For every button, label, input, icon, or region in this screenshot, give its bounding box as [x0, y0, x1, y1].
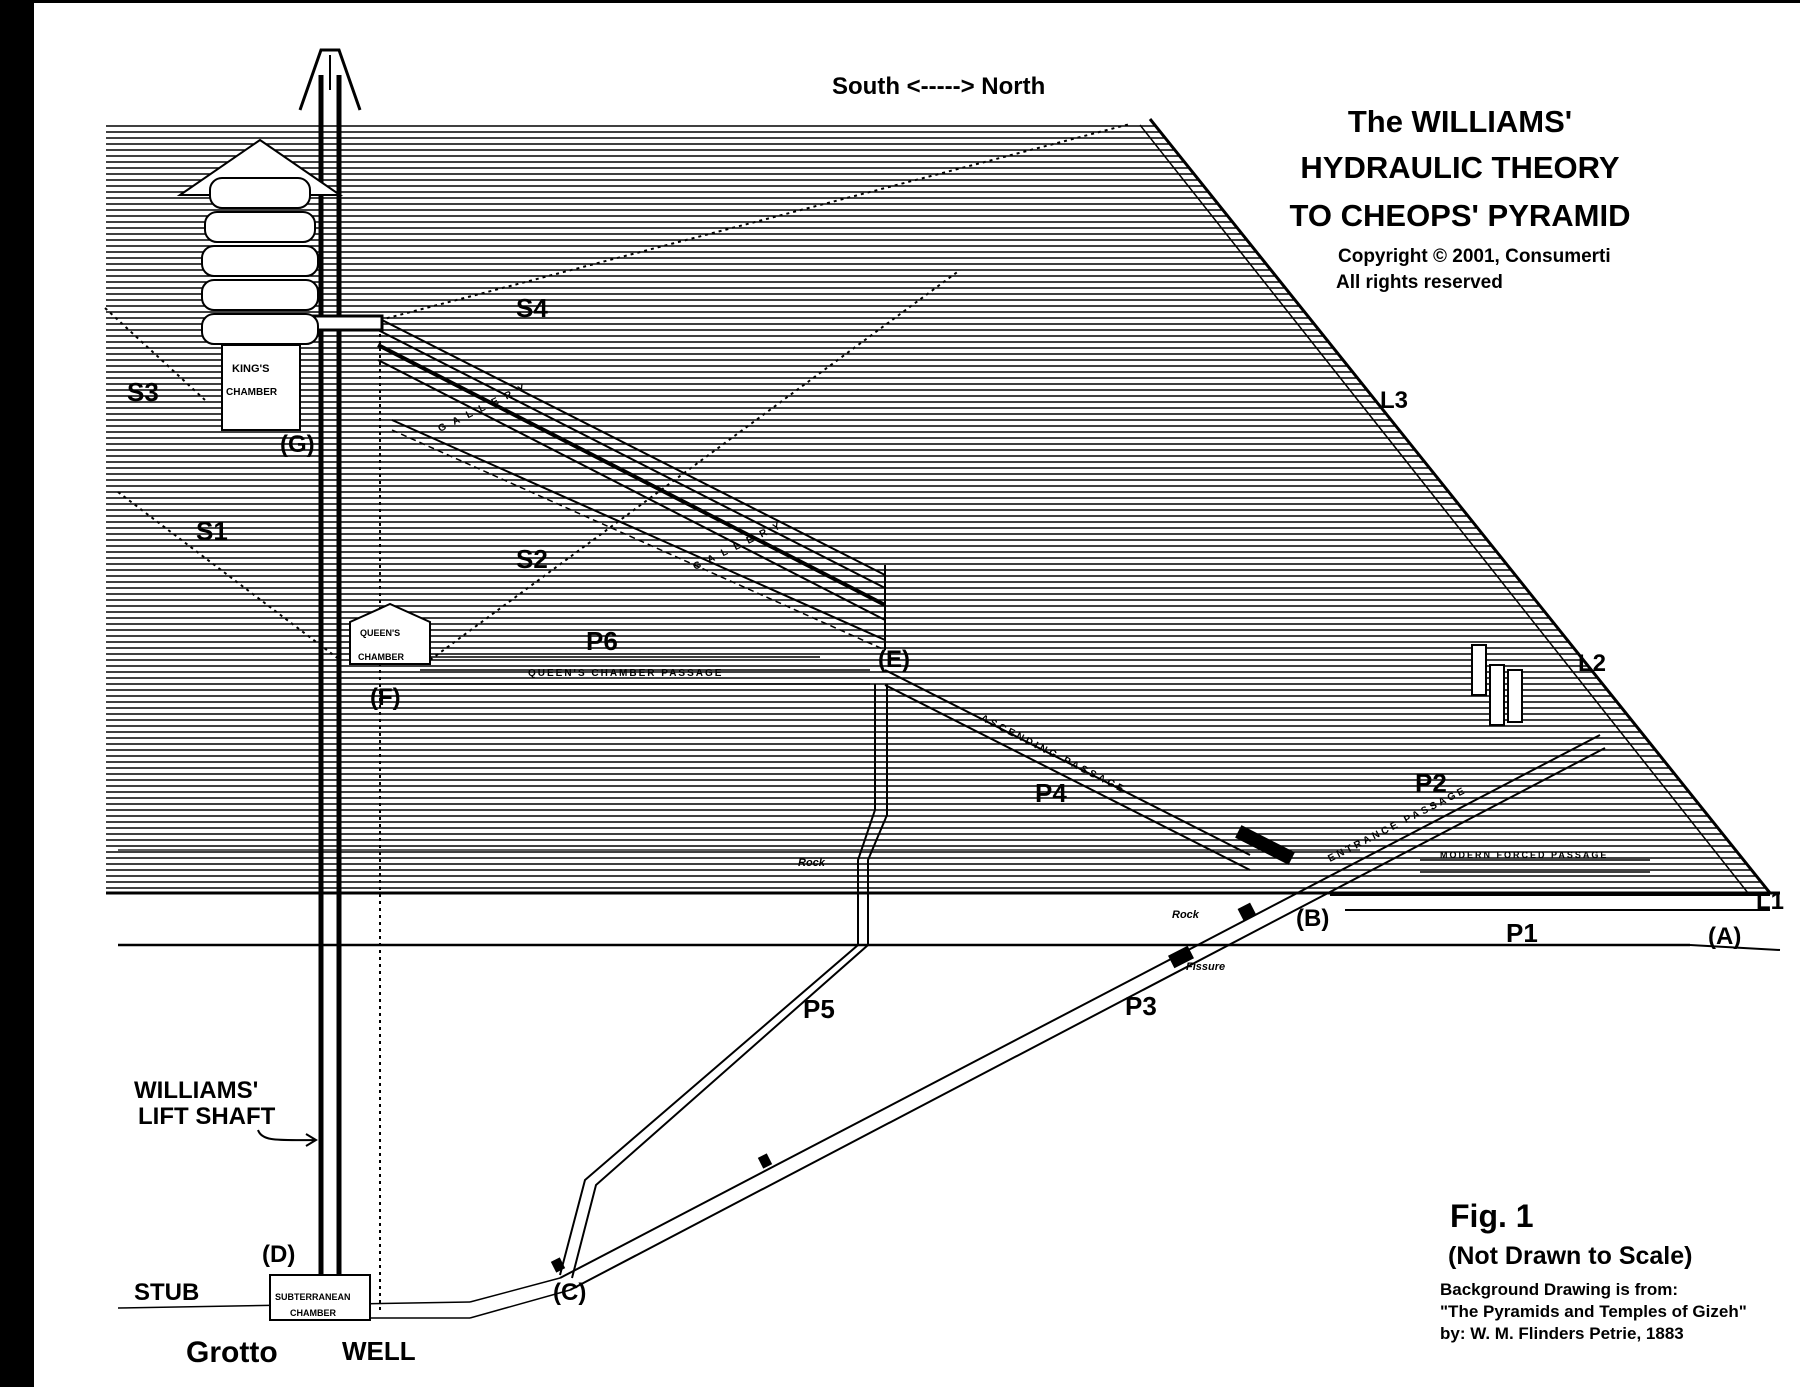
modern-forced-passage [1420, 859, 1650, 873]
label-well: WELL [342, 1336, 416, 1366]
label-grotto: Grotto [186, 1336, 278, 1369]
figure-label: Fig. 1 [1450, 1198, 1534, 1234]
kings-chamber-stack [176, 138, 344, 431]
label-l1: L1 [1756, 888, 1784, 915]
queens-chamber-label-1: QUEEN'S [360, 628, 400, 638]
dotted-projection-lines [104, 123, 1131, 1310]
label-p5: P5 [803, 994, 835, 1024]
label-g: (G) [280, 431, 315, 458]
ascending-passage [884, 669, 1251, 871]
title-line-1: The WILLIAMS' [1347, 104, 1573, 139]
label-s2: S2 [516, 544, 548, 574]
queens-chamber-label-2: CHAMBER [358, 652, 404, 662]
label-a: (A) [1708, 923, 1741, 950]
l2-steps [1471, 644, 1523, 726]
title-line-2: HYDRAULIC THEORY [1300, 150, 1620, 185]
figure-source-line-1: Background Drawing is from: [1440, 1280, 1679, 1299]
figure-source-line-3: by: W. M. Flinders Petrie, 1883 [1440, 1324, 1684, 1343]
label-s4: S4 [516, 293, 548, 323]
rights-line: All rights reserved [1336, 272, 1503, 293]
rock-label-2: Rock [1172, 909, 1200, 921]
label-p1: P1 [1506, 918, 1538, 948]
masonry-course-hatching [106, 125, 1770, 889]
queens-chamber-passage [420, 656, 870, 685]
label-stub: STUB [134, 1279, 199, 1306]
subterranean-label-1: SUBTERRANEAN [275, 1292, 351, 1302]
label-f: (F) [370, 684, 401, 711]
direction-label: South <-----> North [832, 73, 1045, 100]
lift-shaft [298, 48, 362, 1290]
label-lift-shaft-2: LIFT SHAFT [138, 1103, 276, 1130]
label-p3: P3 [1125, 991, 1157, 1021]
label-s3: S3 [127, 377, 159, 407]
label-lift-shaft-1: WILLIAMS' [134, 1077, 258, 1104]
queens-chamber [349, 602, 431, 665]
top-border-line [34, 0, 1800, 3]
figure-note: (Not Drawn to Scale) [1448, 1242, 1693, 1270]
label-p2: P2 [1415, 768, 1447, 798]
grand-gallery [377, 317, 886, 651]
label-c: (C) [553, 1279, 586, 1306]
label-s1: S1 [196, 516, 228, 546]
label-p4: P4 [1035, 778, 1067, 808]
kings-chamber-label-2: CHAMBER [226, 387, 278, 398]
subterranean-label-2: CHAMBER [290, 1308, 336, 1318]
figure-source-line-2: "The Pyramids and Temples of Gizeh" [1440, 1302, 1747, 1321]
kings-chamber-label-1: KING'S [232, 363, 269, 375]
copyright-line: Copyright © 2001, Consumerti [1338, 246, 1611, 267]
label-l3: L3 [1380, 387, 1408, 414]
label-e: (E) [878, 646, 910, 673]
descending-passage [559, 734, 1770, 1291]
label-p6: P6 [586, 626, 618, 656]
queens-passage-label: QUEEN'S CHAMBER PASSAGE [528, 668, 723, 679]
fissure-label: Fissure [1186, 961, 1225, 973]
passage-blocks [550, 825, 1295, 1273]
title-line-3: TO CHEOPS' PYRAMID [1289, 198, 1631, 233]
subterranean-chamber [269, 1274, 371, 1321]
modern-passage-label: MODERN FORCED PASSAGE [1440, 850, 1608, 860]
rock-label-1: Rock [798, 857, 826, 869]
lift-shaft-pointer-arrow [257, 1129, 318, 1147]
label-l2: L2 [1578, 650, 1606, 677]
label-b: (B) [1296, 905, 1329, 932]
left-border-bar [0, 0, 34, 1387]
label-d: (D) [262, 1241, 295, 1268]
well-shaft [559, 684, 888, 1279]
